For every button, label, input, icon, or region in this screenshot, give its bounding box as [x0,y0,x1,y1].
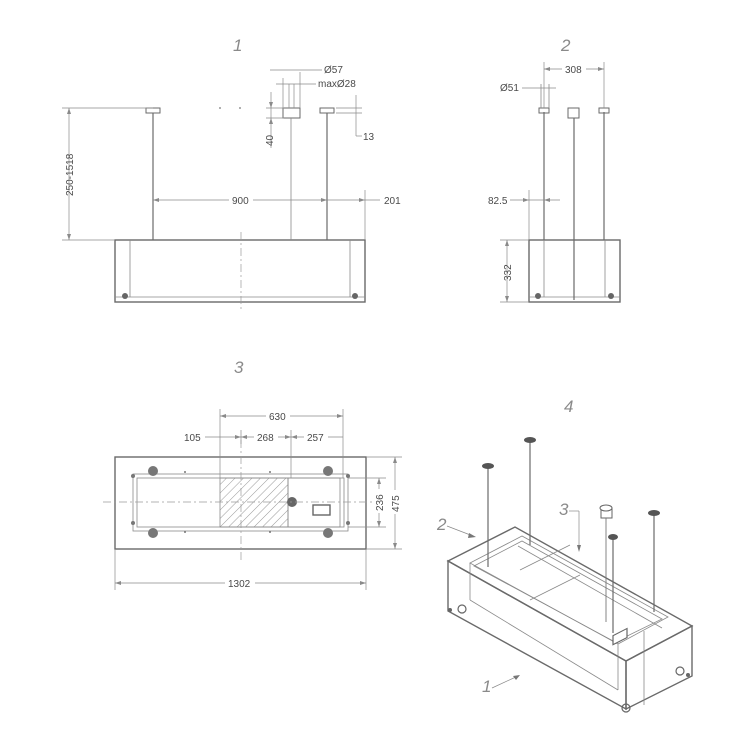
dim-rod-spacing: 900 [232,196,249,207]
dim-segment-2: 268 [257,433,274,444]
dim-depth: 475 [391,495,402,512]
view-3-plan: 3 630 [103,358,402,590]
callout-2: 2 [436,515,447,534]
dim-body-height: 332 [503,264,514,281]
view-1-front-elevation: 1 900 201 250-1518 [62,36,401,312]
dim-segment-1: 105 [184,433,201,444]
dim-segment-3: 257 [307,433,324,444]
ceiling-plate-right [319,107,335,114]
dim-length: 1302 [228,579,251,590]
hood-plan-frame [132,473,349,532]
dim-side-tube-diameter: Ø51 [500,83,519,94]
view-number-3: 3 [234,358,244,377]
view-number-4: 4 [564,397,573,416]
iso-end-face [625,624,693,711]
callout-1: 1 [482,677,491,696]
view-number-2: 2 [560,36,571,55]
dim-canopy-height: 40 [265,134,276,146]
dim-side-rod-spacing: 308 [565,65,582,76]
filter-zone-hatched [219,477,289,528]
dim-rod-edge-offset: 201 [384,196,401,207]
dim-inner-depth: 236 [375,494,386,511]
hood-plan-outline [114,456,367,550]
view-4-isometric: 4 1 2 [436,397,694,713]
dim-tube-diameter: maxØ28 [318,79,356,90]
dim-height-range: 250-1518 [65,153,76,196]
iso-front-face [447,559,627,711]
view-2-side-elevation: 2 308 Ø51 82.5 [488,36,621,303]
dim-span-total: 630 [269,412,286,423]
side-cable-canopy [567,107,580,119]
iso-top-face [446,526,694,662]
iso-control-module [612,627,628,646]
view-number-1: 1 [233,36,242,55]
dim-canopy-diameter: Ø57 [324,65,343,76]
hood-body-front [114,239,366,303]
callout-3: 3 [559,500,569,519]
ceiling-plate-left [145,107,161,114]
cable-canopy [282,107,301,119]
dim-plate-thickness: 13 [363,132,375,143]
control-module [312,504,331,516]
dim-side-rod-offset: 82.5 [488,196,508,207]
